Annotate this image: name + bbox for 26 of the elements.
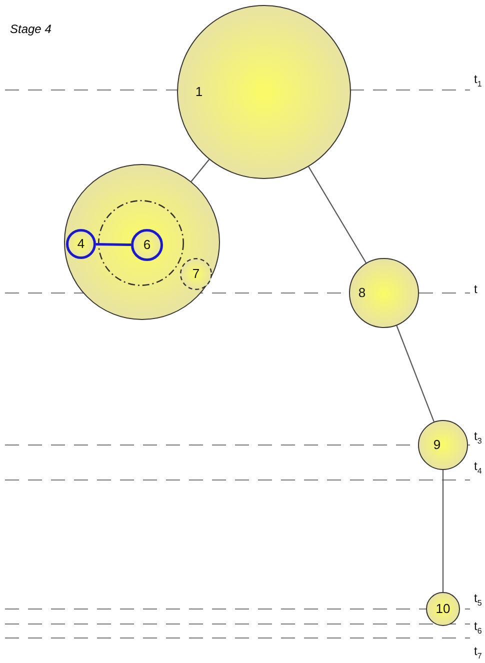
diagram-title: Stage 4: [10, 22, 52, 36]
time-label: t$_{4}$: [474, 460, 482, 478]
node-number: 9: [433, 438, 441, 452]
connector-line: [308, 166, 367, 264]
circle-node: [426, 592, 460, 626]
node-number: 6: [143, 238, 151, 252]
node-number: 10: [436, 602, 450, 616]
connector-line: [396, 325, 434, 422]
connector-line: [190, 159, 210, 182]
time-label: t: [474, 283, 478, 296]
connector-line: [442, 470, 444, 592]
circle-node: [177, 5, 351, 179]
node-number: 7: [192, 267, 200, 281]
circle-node: [349, 258, 419, 328]
node-number: 8: [358, 286, 366, 300]
time-label: t$_{5}$: [474, 592, 482, 610]
circle-node: [64, 164, 220, 320]
circle-node: [180, 258, 212, 290]
time-label: t$_{3}$: [474, 430, 482, 448]
circle-node: [98, 200, 184, 286]
circle-node: [418, 420, 468, 470]
time-label: t$_{7}$: [474, 645, 482, 662]
node-number: 1: [195, 85, 203, 99]
node-number: 4: [77, 237, 85, 251]
time-label: t$_{1}$: [474, 73, 482, 90]
time-label: t$_{6}$: [474, 620, 482, 638]
